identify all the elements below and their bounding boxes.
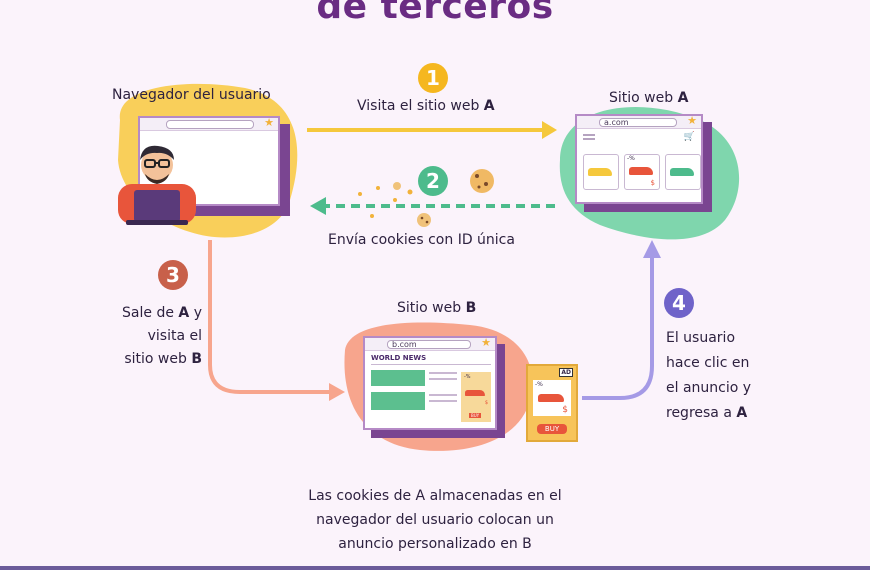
small-ad: -% $ BUY <box>461 372 491 422</box>
user-avatar <box>118 145 196 225</box>
user-browser-label: Navegador del usuario <box>112 87 271 103</box>
step-1-label: Visita el sitio web A <box>357 98 495 114</box>
caption: Las cookies de A almacenadas en el naveg… <box>308 488 562 552</box>
step-2-label: Envía cookies con ID única <box>328 232 515 248</box>
product-card-featured: -% $ <box>624 154 660 190</box>
product-card <box>665 154 701 190</box>
ad-product: -% $ <box>533 380 571 416</box>
star-icon: ★ <box>687 114 697 127</box>
page-title: de terceros <box>316 0 554 27</box>
arrow-step-3 <box>208 240 330 394</box>
ad-buy-button[interactable]: BUY <box>537 424 567 434</box>
step-3-badge: 3 <box>158 260 188 290</box>
step-4-label: El usuario hace clic en el anuncio y reg… <box>666 330 752 421</box>
arrow-step-1-head <box>542 121 557 139</box>
step-1-badge: 1 <box>418 63 448 93</box>
arrow-step-4 <box>582 258 654 400</box>
arrow-step-4-head <box>643 240 661 258</box>
site-a-url: a.com <box>599 118 677 127</box>
site-b-url: b.com <box>387 340 471 349</box>
cookie-icon <box>470 169 494 193</box>
cookie-small-icon <box>417 213 431 227</box>
site-a-label: Sitio web A <box>609 90 689 106</box>
site-b-browser-window: b.com ★ WORLD NEWS -% $ BUY <box>363 336 497 430</box>
bottom-divider <box>0 566 870 570</box>
step-3-label: Sale de A y visita el sitio web B <box>122 305 202 367</box>
cart-icon: 🛒 <box>683 132 695 142</box>
star-icon: ★ <box>481 336 491 349</box>
step-2-badge: 2 <box>418 166 448 196</box>
site-a-browser-window: a.com ★ 🛒 -% $ <box>575 114 703 204</box>
product-card <box>583 154 619 190</box>
arrow-step-2-head <box>310 197 326 215</box>
star-icon: ★ <box>264 116 274 129</box>
ad-badge: AD <box>559 368 573 377</box>
news-header: WORLD NEWS <box>371 354 427 362</box>
arrow-step-3-head <box>329 383 345 401</box>
step-4-badge: 4 <box>664 288 694 318</box>
personalized-ad[interactable]: AD -% $ BUY <box>526 364 578 442</box>
site-b-label: Sitio web B <box>397 300 477 316</box>
